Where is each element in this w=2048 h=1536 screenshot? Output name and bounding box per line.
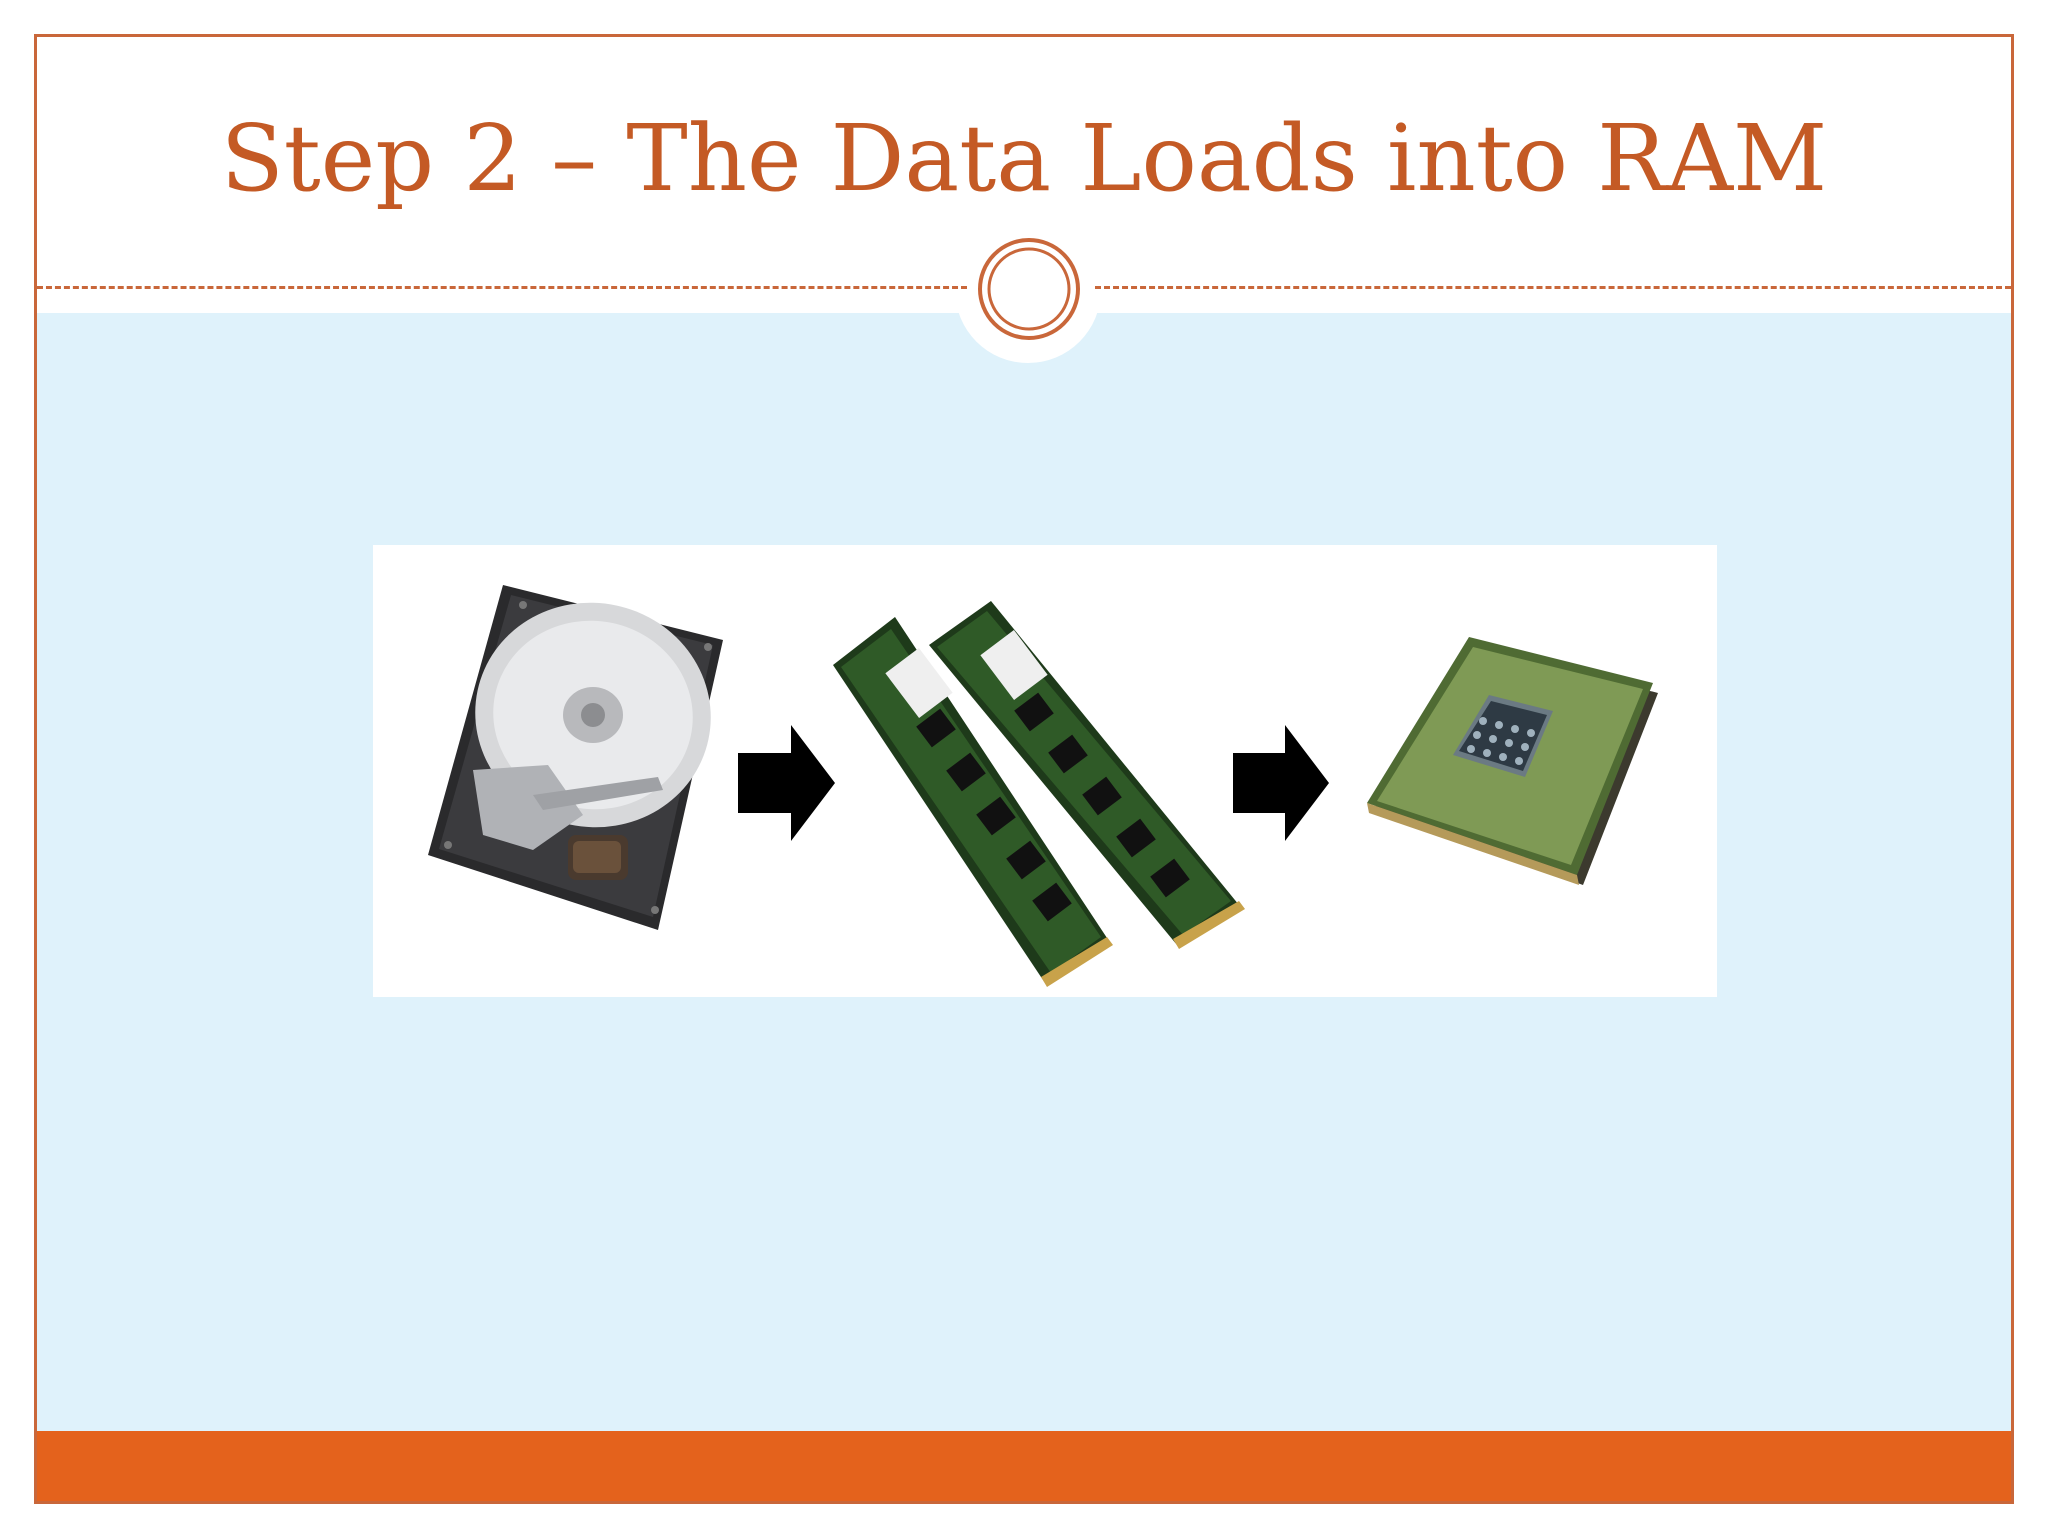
data-flow-illustration	[373, 545, 1717, 997]
hard-drive-icon	[428, 585, 723, 930]
circle-ornament-icon	[978, 238, 1080, 340]
header-divider-left	[37, 286, 967, 289]
slide-title: Step 2 – The Data Loads into RAM	[220, 105, 1828, 212]
header-divider-right	[1095, 286, 2011, 289]
footer-bar	[37, 1431, 2011, 1501]
cpu-chip-icon	[1367, 637, 1658, 885]
ram-modules-icon	[833, 601, 1245, 987]
arrow-right-icon	[738, 725, 835, 841]
slide: Step 2 – The Data Loads into RAM	[34, 34, 2014, 1504]
arrow-right-icon	[1233, 725, 1329, 841]
